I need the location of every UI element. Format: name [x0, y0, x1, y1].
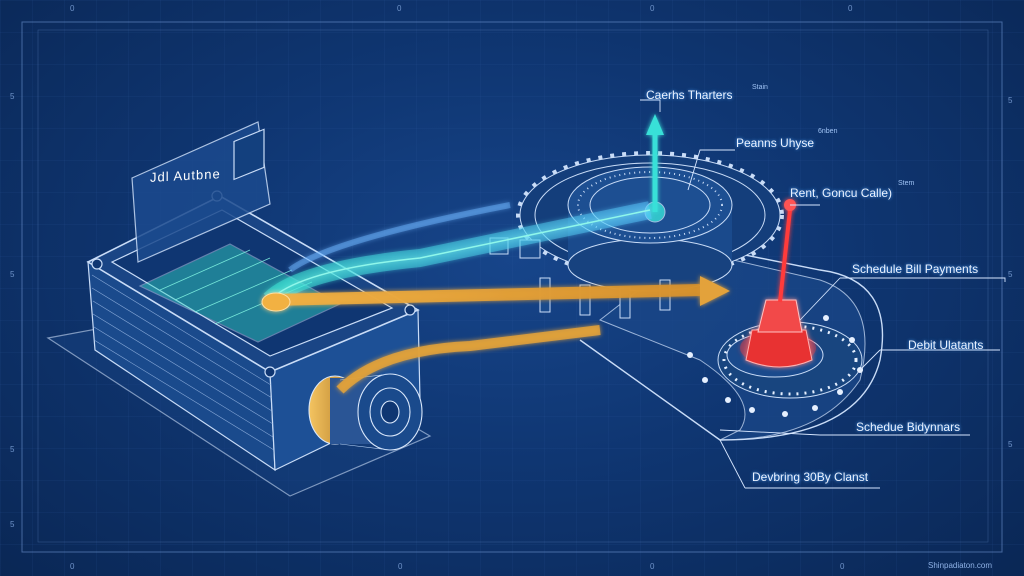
edge-mark-left: 5 — [10, 445, 15, 454]
label-caerhs-tharters: Caerhs Tharters — [646, 88, 733, 102]
label-peanns-uhyse: Peanns Uhyse — [736, 136, 815, 150]
edge-mark-top: 0 — [650, 4, 655, 13]
base-ring-dots — [687, 315, 863, 417]
label-rent-goncu-calle-sub: Stem — [898, 180, 915, 187]
edge-mark-left: 5 — [10, 520, 15, 529]
edge-mark-right: 5 — [1008, 96, 1013, 105]
inner-frame — [37, 29, 989, 543]
label-devbring-clanst: Devbring 30By Clanst — [752, 470, 869, 484]
label-caerhs-tharters-sub: Stain — [752, 84, 768, 91]
label-peanns-uhyse-sub: 6nben — [818, 128, 838, 135]
edge-mark-bottom: 0 — [398, 562, 403, 571]
edge-mark-bottom: 0 — [650, 562, 655, 571]
red-valve — [740, 199, 816, 368]
label-schedule-bill-payments: Schedule Bill Payments — [852, 262, 979, 276]
tank-front-hatching — [91, 274, 275, 451]
drum-roller — [308, 373, 423, 451]
edge-mark-bottom: 0 — [840, 562, 845, 571]
tank-bolt — [264, 366, 276, 378]
label-debit-ulatants: Debit Ulatants — [908, 338, 984, 352]
orange-flow-main — [269, 284, 701, 306]
blue-flow-upper — [288, 202, 511, 273]
edge-mark-left: 5 — [10, 92, 15, 101]
edge-mark-top: 0 — [397, 4, 402, 13]
flow-paths — [261, 114, 730, 394]
edge-mark-top: 0 — [70, 4, 75, 13]
machine-track-outline — [579, 239, 884, 441]
label-schedue-bidynnars: Schedue Bidynnars — [856, 420, 961, 434]
edge-mark-bottom: 0 — [70, 562, 75, 571]
tank-bolt — [91, 258, 103, 270]
tank-panel-window — [233, 128, 265, 181]
label-rent-goncu-calle: Rent, Goncu Calle) — [790, 186, 893, 200]
watermark: Shinpadiaton.com — [928, 561, 993, 570]
edge-mark-top: 0 — [848, 4, 853, 13]
edge-mark-right: 5 — [1008, 270, 1013, 279]
edge-mark-left: 5 — [10, 270, 15, 279]
tank-bolt — [404, 304, 416, 316]
leader-lines — [640, 99, 1006, 489]
edge-mark-right: 5 — [1008, 440, 1013, 449]
orange-flow-lower — [336, 325, 601, 394]
outer-frame — [21, 21, 1003, 553]
